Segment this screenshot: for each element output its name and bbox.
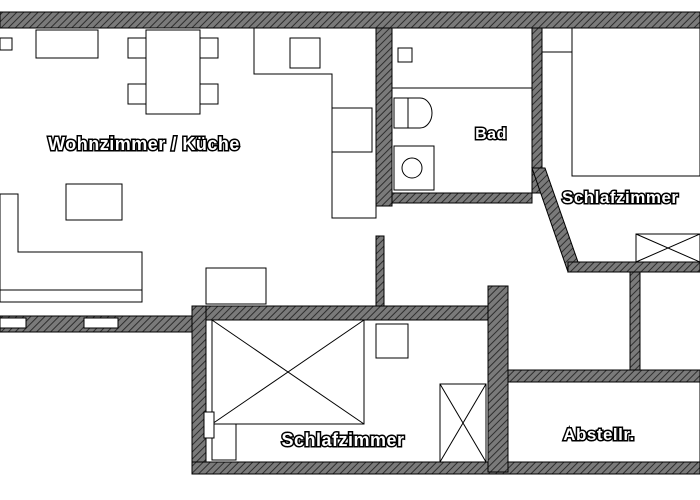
- wall-top: [0, 11, 700, 29]
- wall-bath-bottom: [391, 192, 533, 204]
- coffee-table: [65, 183, 123, 221]
- toilet-tank: [393, 97, 409, 129]
- wall-living-bath: [375, 27, 393, 207]
- room-label-bedroom-right: Schlafzimmer: [562, 188, 679, 207]
- bedroom-right-fixtures: [541, 27, 700, 263]
- wall-bedroom-bottom-left: [191, 305, 207, 473]
- room-label-bathroom: Bad: [475, 126, 507, 143]
- wall-storage-top: [507, 369, 700, 383]
- sofa: [0, 193, 143, 303]
- stove: [331, 107, 373, 153]
- bed: [571, 27, 700, 177]
- window: [0, 317, 27, 329]
- kitchen-counter: [253, 27, 377, 219]
- sink: [397, 47, 413, 63]
- bed-cross: [211, 319, 365, 425]
- nightstand: [541, 27, 573, 53]
- wall-bath-bedroom: [531, 27, 543, 194]
- wardrobe-cross: [439, 383, 487, 463]
- wall-hall-right: [629, 271, 641, 371]
- bedroom-bottom-fixtures: [203, 319, 487, 463]
- chair: [127, 83, 147, 105]
- window: [83, 317, 119, 329]
- room-label-storage: Abstellr.: [563, 425, 635, 444]
- radiator: [203, 411, 215, 439]
- chair: [199, 37, 219, 59]
- wall-south: [191, 461, 700, 475]
- wall-bedroom-bottom-top: [191, 305, 489, 321]
- shower-drain: [401, 157, 423, 179]
- room-label-bedroom-bottom: Schlafzimmer: [281, 430, 404, 450]
- chair: [127, 37, 147, 59]
- desk: [211, 423, 237, 461]
- chair: [199, 83, 219, 105]
- wall-bedroom-right-bottom: [567, 261, 700, 273]
- cabinet: [35, 29, 99, 59]
- nightstand: [375, 323, 409, 359]
- room-label-living-kitchen: Wohnzimmer / Küche: [48, 134, 240, 154]
- dining-table: [145, 29, 201, 115]
- wall-bedroom-storage: [487, 285, 509, 473]
- storage-fixtures: [507, 381, 700, 463]
- toilet: [407, 97, 433, 129]
- cabinet: [0, 37, 13, 51]
- wall-hall-left: [375, 235, 385, 307]
- living-kitchen-fixtures: [0, 27, 377, 329]
- storage-room: [507, 381, 700, 463]
- sink: [289, 37, 321, 69]
- tv-stand: [205, 267, 267, 305]
- bathroom-fixtures: [392, 47, 532, 191]
- wardrobe-cross: [635, 233, 700, 263]
